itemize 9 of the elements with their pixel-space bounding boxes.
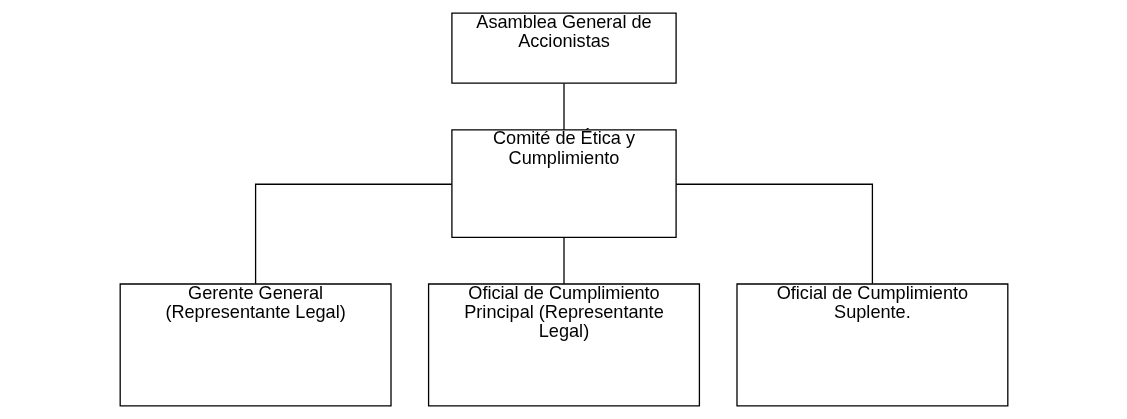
node-box: Gerente General (Representante Legal) <box>119 283 392 407</box>
connector <box>562 237 565 285</box>
connector <box>675 183 873 285</box>
node-box: Comité de Ética y Cumplimiento <box>450 129 677 238</box>
node-box: Oficial de Cumplimiento Suplente. <box>735 283 1008 407</box>
connector <box>254 183 452 285</box>
connector <box>562 82 565 131</box>
node-box: Oficial de Cumplimiento Principal (Representante Legal) <box>427 283 700 407</box>
node-box: Asamblea General de Accionistas <box>450 12 677 84</box>
